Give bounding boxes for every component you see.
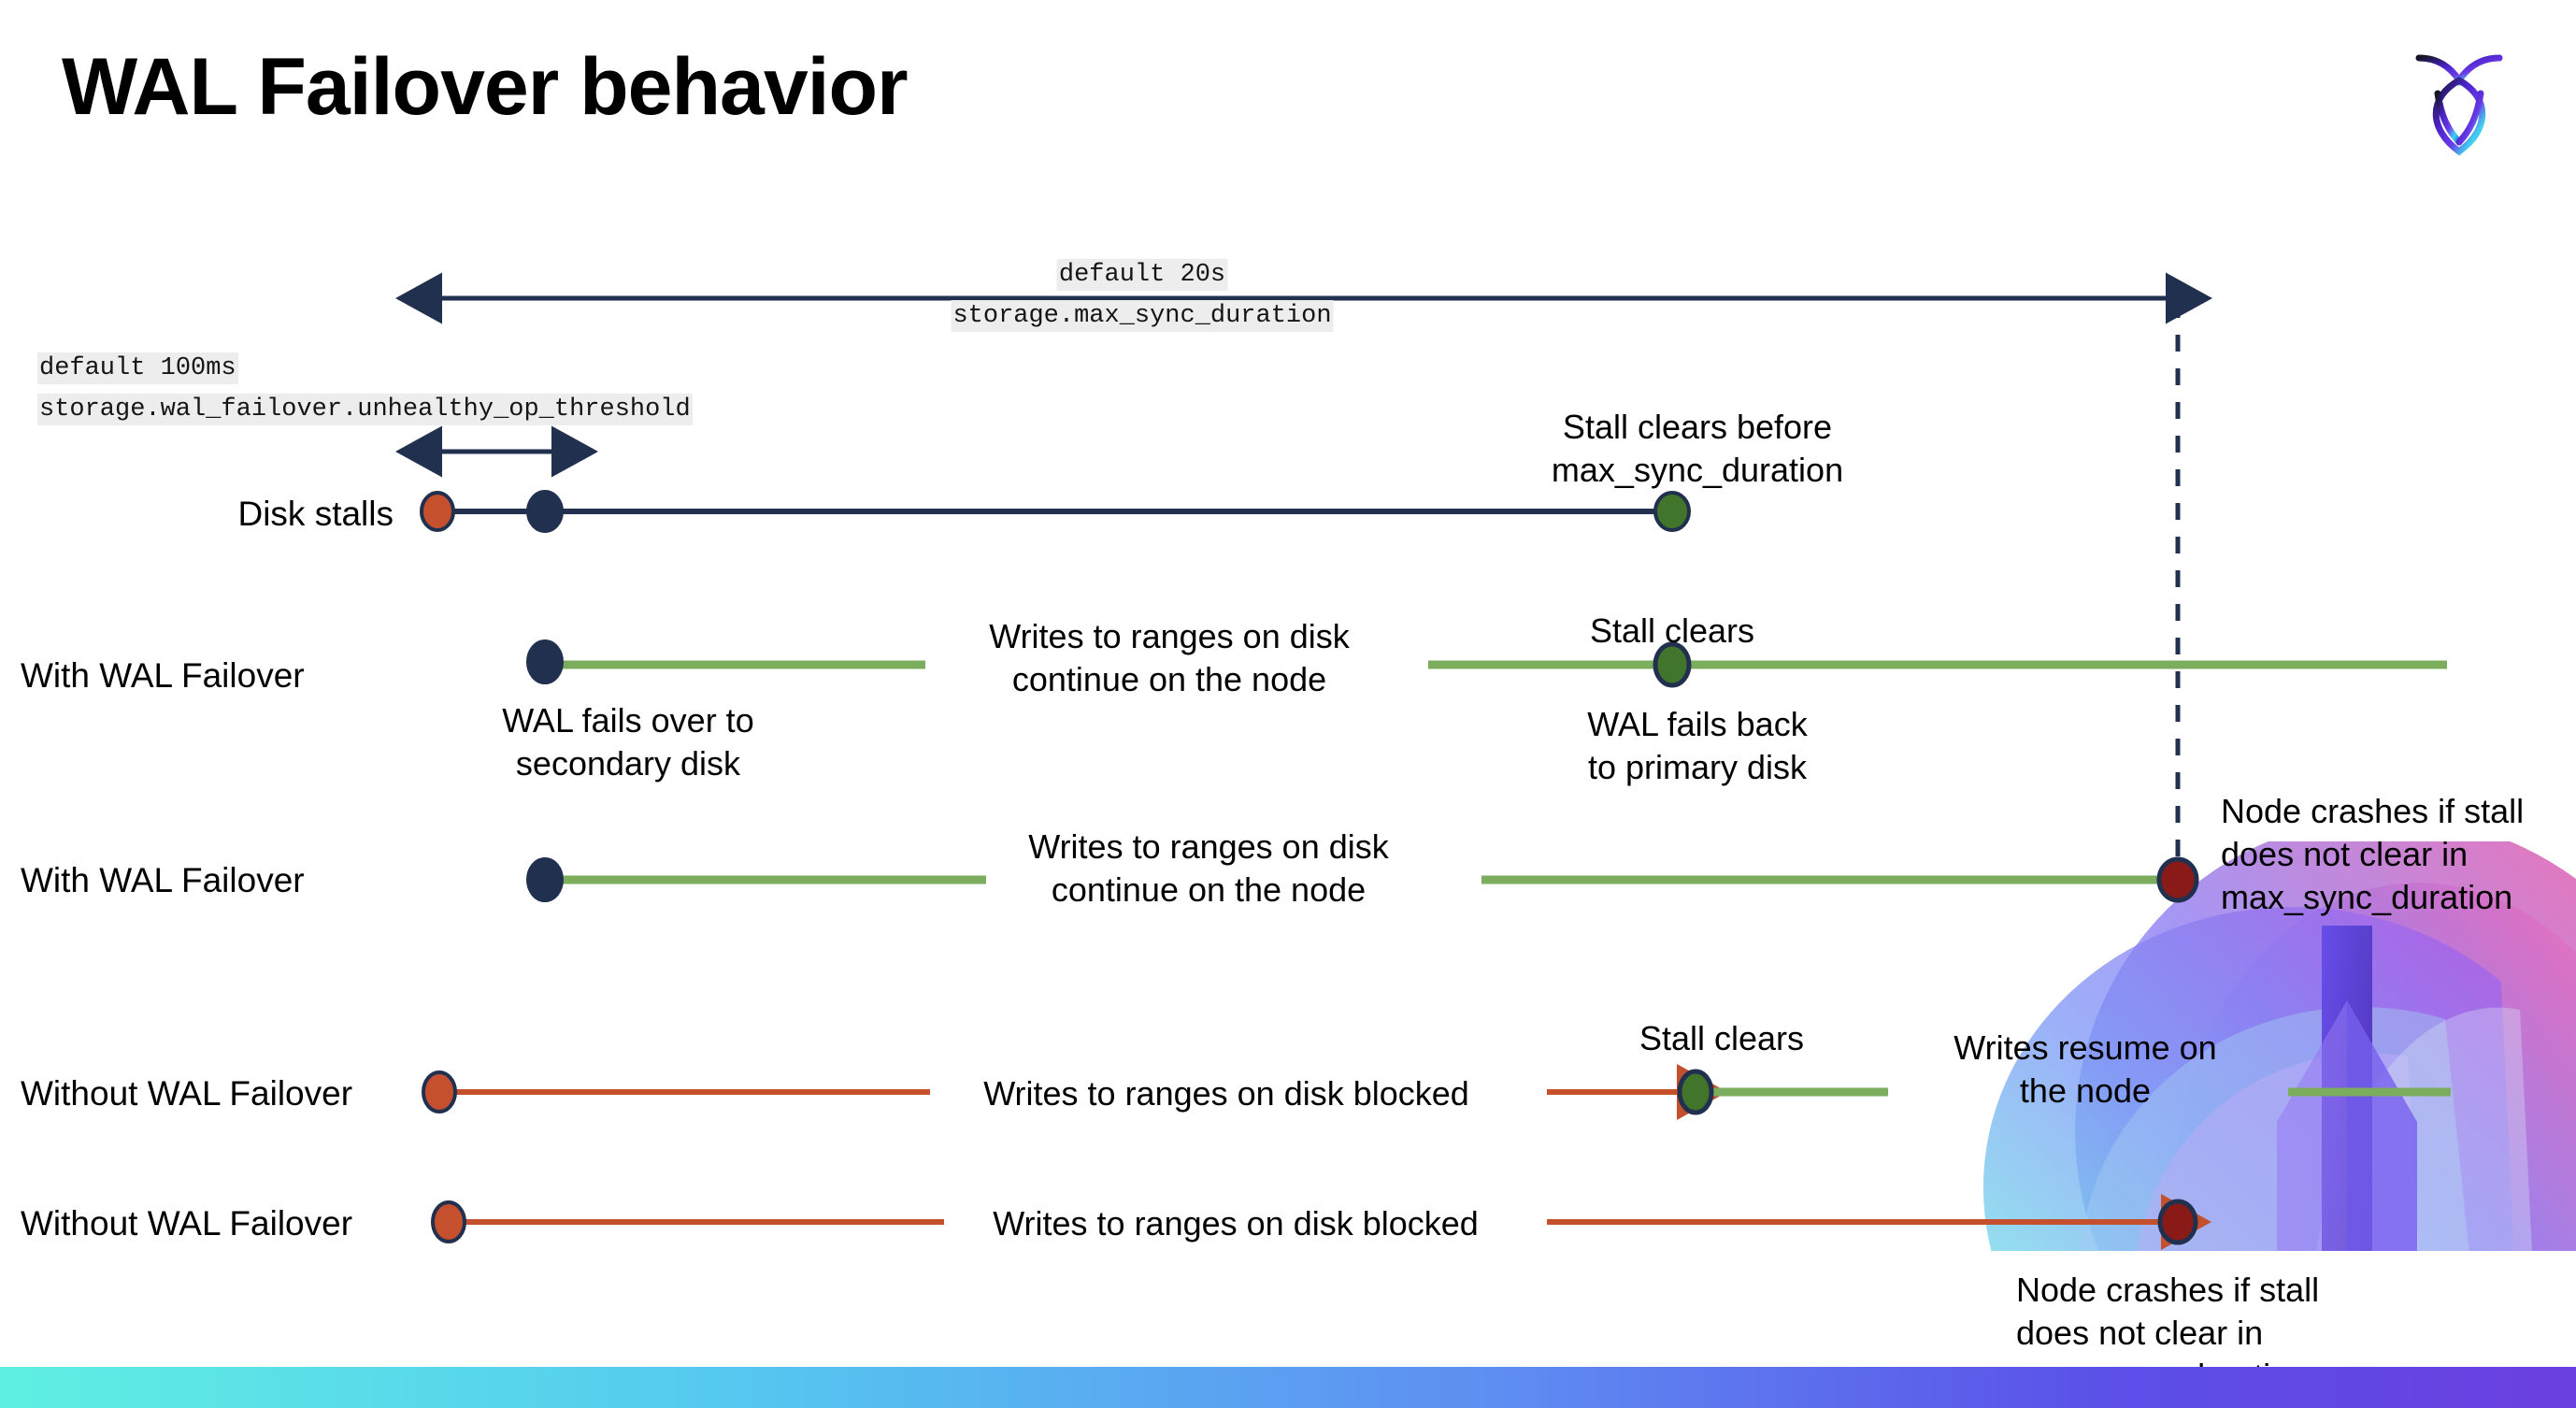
note-node-crashes-1: Node crashes if stall does not clear in …	[2221, 792, 2525, 917]
row-label-disk-stalls: Disk stalls	[237, 495, 394, 533]
note-writes-blocked-2: Writes to ranges on disk blocked	[993, 1204, 1479, 1243]
annotation-max-sync-duration: default 20s storage.max_sync_duration	[951, 254, 1334, 337]
note-writes-resume: Writes resume on the node	[1953, 1028, 2217, 1111]
unhealthy-op-default: default 100ms	[37, 352, 238, 384]
page-title: WAL Failover behavior	[62, 42, 909, 132]
note-writes-continue-1: Writes to ranges on disk continue on the…	[989, 617, 1350, 699]
row-label-without-wal-failover-1: Without WAL Failover	[21, 1074, 353, 1113]
row-label-without-wal-failover-2: Without WAL Failover	[21, 1204, 353, 1243]
note-writes-blocked-1: Writes to ranges on disk blocked	[983, 1074, 1469, 1113]
note-stall-clears-before-max-sync: Stall clears before max_sync_duration	[1551, 408, 1844, 490]
cockroachdb-logo	[2389, 32, 2529, 163]
note-wal-fails-back: WAL fails back to primary disk	[1587, 705, 1808, 787]
footer-gradient-bar	[0, 1367, 2576, 1408]
note-wal-fails-over: WAL fails over to secondary disk	[502, 701, 754, 783]
max-sync-setting: storage.max_sync_duration	[951, 300, 1334, 332]
note-writes-continue-2: Writes to ranges on disk continue on the…	[1028, 827, 1389, 910]
row-label-with-wal-failover-2: With WAL Failover	[21, 861, 305, 899]
unhealthy-op-setting: storage.wal_failover.unhealthy_op_thresh…	[37, 394, 693, 425]
note-stall-clears-2: Stall clears	[1639, 1019, 1805, 1057]
max-sync-default: default 20s	[1056, 259, 1228, 291]
note-backdrop	[1992, 1251, 2576, 1384]
note-stall-clears-1: Stall clears	[1589, 611, 1755, 650]
annotation-unhealthy-op-threshold: default 100ms storage.wal_failover.unhea…	[37, 348, 693, 430]
row-label-with-wal-failover-1: With WAL Failover	[21, 656, 305, 695]
